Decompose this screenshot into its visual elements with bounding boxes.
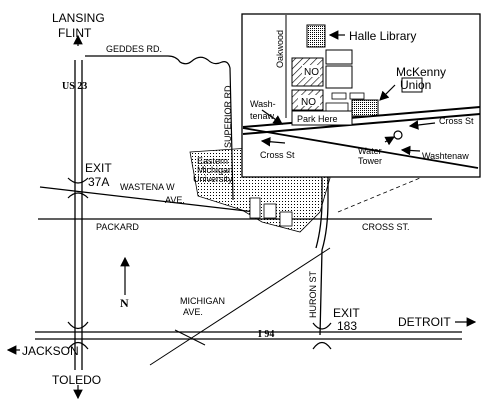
inset-arrows: [260, 30, 436, 156]
michigan-i94-crossing: [174, 329, 206, 346]
halle-library-building: [306, 24, 326, 48]
label-i94: I 94: [258, 329, 274, 340]
label-us23: US 23: [62, 81, 87, 92]
inset-building-b: [325, 65, 353, 89]
label-cross-st-main: CROSS ST.: [362, 222, 410, 232]
label-detroit: DETROIT: [398, 315, 451, 329]
label-no-2: NO: [301, 97, 316, 108]
label-michigan-2: AVE.: [183, 307, 203, 317]
label-emu-1: Eastern: [197, 156, 228, 166]
campus-buildings: [249, 197, 293, 227]
mckenny-union-building: [351, 99, 379, 117]
label-washtenaw-inset-2: tenaw: [250, 111, 275, 121]
geddes-road: [85, 55, 234, 201]
label-oakwood: Oakwood: [275, 30, 285, 68]
interchange-us23-i94: [67, 321, 89, 350]
inset-building-c: [401, 77, 423, 93]
label-cross-st-inset-right: Cross St: [439, 116, 474, 126]
water-tower-icon: [393, 130, 403, 140]
i94-highway: [35, 331, 462, 340]
us23-highway: [74, 60, 83, 370]
label-huron: HURON ST: [308, 270, 318, 318]
interchange-exit-183: [312, 322, 332, 350]
michigan-avenue: [149, 247, 331, 366]
label-packard: PACKARD: [96, 222, 139, 232]
label-michigan-1: MICHIGAN: [180, 296, 225, 306]
label-washtenaw-inset-right: Washtenaw: [422, 151, 469, 161]
label-geddes: GEDDES RD.: [106, 44, 162, 54]
park-here-lot: [291, 110, 353, 126]
label-water-tower-1: Water: [358, 146, 382, 156]
label-exit-183-2: 183: [337, 319, 357, 333]
label-washtenaw-main-1: WASTENA W: [120, 182, 175, 192]
label-north: N: [120, 296, 129, 310]
label-toledo: TOLEDO: [52, 373, 101, 387]
washtenaw-avenue: [39, 186, 256, 213]
label-mckenny-1: McKenny: [396, 65, 446, 79]
label-halle-library: Halle Library: [349, 29, 416, 43]
inset-building-a: [325, 49, 353, 65]
label-flint: FLINT: [58, 26, 92, 40]
label-jackson: JACKSON: [22, 344, 79, 358]
label-emu-3: University: [193, 174, 233, 184]
label-exit-37a-2: 37A: [88, 175, 109, 189]
inset-leader: [337, 177, 421, 213]
label-emu-2: Michigan: [197, 165, 233, 175]
label-park-here: Park Here: [297, 114, 338, 124]
label-mckenny-2: Union: [400, 78, 431, 92]
label-no-1: NO: [304, 67, 319, 78]
direction-arrows: [6, 34, 477, 400]
label-cross-st-inset-left: Cross St: [260, 150, 295, 160]
label-exit-183-1: EXIT: [333, 306, 360, 320]
interchange-exit-37a: [67, 177, 89, 199]
label-water-tower-2: Tower: [358, 156, 382, 166]
label-exit-37a-1: EXIT: [85, 161, 112, 175]
label-washtenaw-main-2: AVE.: [165, 195, 185, 205]
label-lansing: LANSING: [52, 11, 105, 25]
label-washtenaw-inset-1: Wash-: [250, 99, 276, 109]
label-superior: SUPERIOR RD: [223, 85, 233, 148]
